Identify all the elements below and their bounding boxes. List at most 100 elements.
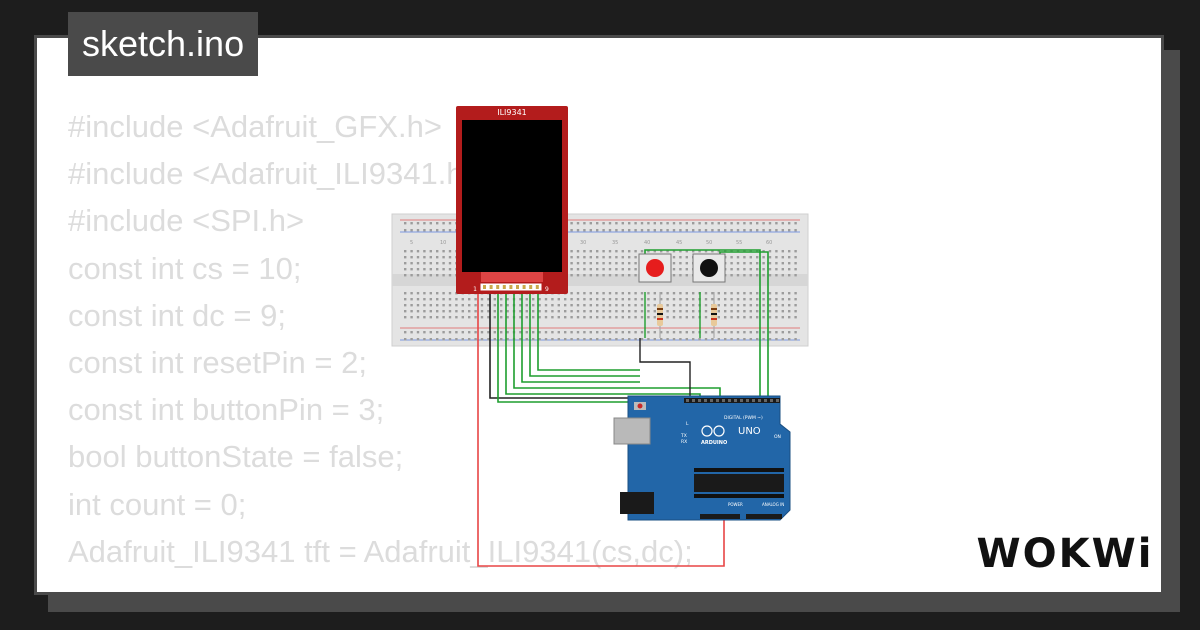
breadboard-hole bbox=[679, 268, 682, 271]
breadboard-hole bbox=[666, 310, 669, 313]
breadboard-hole bbox=[621, 256, 624, 259]
breadboard-hole bbox=[621, 262, 624, 265]
breadboard-hole bbox=[628, 331, 631, 334]
breadboard-hole bbox=[775, 331, 778, 334]
wire-green[interactable] bbox=[521, 292, 640, 383]
pushbutton-red[interactable] bbox=[638, 253, 672, 283]
breadboard-hole bbox=[628, 310, 631, 313]
breadboard-hole bbox=[653, 331, 656, 334]
breadboard-hole bbox=[576, 222, 580, 225]
breadboard-hole bbox=[724, 331, 727, 334]
breadboard-hole bbox=[660, 229, 663, 232]
display-pin bbox=[496, 285, 500, 289]
arduino-pin bbox=[740, 399, 743, 402]
breadboard-hole bbox=[570, 338, 573, 341]
breadboard[interactable]: 5 10 15 20 25 30 35 40 45 50 55 60 bbox=[391, 213, 809, 347]
ili9341-display[interactable]: ILI9341 1 9 bbox=[456, 106, 568, 294]
column-number: 5 bbox=[410, 240, 413, 246]
button-red-cap[interactable] bbox=[646, 259, 664, 277]
breadboard-hole bbox=[621, 298, 624, 301]
breadboard-hole bbox=[615, 338, 618, 341]
breadboard-hole bbox=[794, 331, 797, 334]
breadboard-hole bbox=[602, 229, 605, 232]
usb-port bbox=[613, 417, 651, 445]
wire-black-ground[interactable] bbox=[489, 292, 628, 399]
breadboard-hole bbox=[794, 310, 797, 313]
breadboard-hole bbox=[749, 304, 752, 307]
circuit-diagram[interactable]: 5 10 15 20 25 30 35 40 45 50 55 60 ILI93… bbox=[380, 100, 820, 580]
breadboard-hole bbox=[448, 256, 452, 259]
breadboard-hole bbox=[692, 304, 695, 307]
reset-button[interactable] bbox=[637, 403, 643, 409]
breadboard-hole bbox=[423, 262, 426, 265]
breadboard-hole bbox=[730, 331, 733, 334]
breadboard-hole bbox=[602, 310, 605, 313]
breadboard-hole bbox=[442, 338, 445, 341]
breadboard-hole bbox=[455, 304, 458, 307]
breadboard-hole bbox=[640, 316, 644, 319]
breadboard-hole bbox=[602, 274, 605, 277]
breadboard-hole bbox=[711, 331, 714, 334]
wire-green[interactable] bbox=[537, 292, 640, 371]
breadboard-hole bbox=[724, 310, 727, 313]
wire-green-button[interactable] bbox=[644, 249, 761, 400]
file-name-tab[interactable]: sketch.ino bbox=[68, 12, 259, 76]
breadboard-hole bbox=[628, 268, 631, 271]
wire-red-power[interactable] bbox=[477, 292, 725, 567]
breadboard-hole bbox=[653, 229, 656, 232]
wire-green[interactable] bbox=[529, 292, 640, 377]
wires[interactable] bbox=[477, 249, 769, 567]
atmega-chip bbox=[694, 474, 784, 492]
breadboard-hole bbox=[404, 298, 407, 301]
arduino-pin bbox=[770, 399, 773, 402]
wokwi-logo[interactable]: WOKWi bbox=[975, 525, 1155, 580]
breadboard-hole bbox=[519, 338, 522, 341]
breadboard-hole bbox=[762, 304, 765, 307]
breadboard-hole bbox=[461, 338, 464, 341]
breadboard-hole bbox=[781, 229, 784, 232]
breadboard-hole bbox=[410, 338, 413, 341]
resistor[interactable] bbox=[711, 292, 717, 338]
breadboard-hole bbox=[685, 310, 688, 313]
breadboard-hole bbox=[762, 338, 765, 341]
breadboard-hole bbox=[461, 304, 464, 307]
breadboard-hole bbox=[410, 274, 413, 277]
breadboard-hole bbox=[775, 229, 778, 232]
breadboard-hole bbox=[544, 331, 548, 334]
breadboard-hole bbox=[474, 304, 477, 307]
digital-header bbox=[684, 398, 780, 403]
breadboard-hole bbox=[608, 268, 612, 271]
breadboard-hole bbox=[596, 331, 599, 334]
breadboard-hole bbox=[436, 304, 439, 307]
arduino-model: UNO bbox=[738, 426, 761, 437]
breadboard-hole bbox=[436, 250, 439, 253]
breadboard-hole bbox=[589, 316, 592, 319]
breadboard-hole bbox=[596, 222, 599, 225]
breadboard-hole bbox=[768, 268, 772, 271]
breadboard-hole bbox=[634, 298, 637, 301]
breadboard-hole bbox=[749, 256, 752, 259]
breadboard-hole bbox=[794, 229, 797, 232]
breadboard-hole bbox=[576, 310, 580, 313]
breadboard-hole bbox=[749, 274, 752, 277]
button-black-cap[interactable] bbox=[700, 259, 718, 277]
breadboard-hole bbox=[634, 268, 637, 271]
breadboard-hole bbox=[532, 304, 535, 307]
breadboard-hole bbox=[679, 310, 682, 313]
breadboard-hole bbox=[666, 250, 669, 253]
arduino-uno[interactable]: DIGITAL (PWM ~) UNO ARDUINO L TX RX ON P… bbox=[613, 395, 791, 521]
breadboard-hole bbox=[788, 316, 791, 319]
wire-green[interactable] bbox=[497, 292, 640, 403]
resistor[interactable] bbox=[657, 292, 663, 338]
breadboard-hole bbox=[628, 274, 631, 277]
wire-black-button[interactable] bbox=[639, 338, 691, 400]
resistor-band bbox=[711, 313, 717, 315]
breadboard-hole bbox=[442, 229, 445, 232]
breadboard-hole bbox=[404, 268, 407, 271]
wire-green[interactable] bbox=[513, 292, 721, 400]
wire-green-button[interactable] bbox=[719, 251, 769, 400]
breadboard-hole bbox=[436, 338, 439, 341]
breadboard-hole bbox=[634, 250, 637, 253]
pushbutton-black[interactable] bbox=[692, 253, 726, 283]
chip-socket-bottom bbox=[694, 494, 784, 498]
